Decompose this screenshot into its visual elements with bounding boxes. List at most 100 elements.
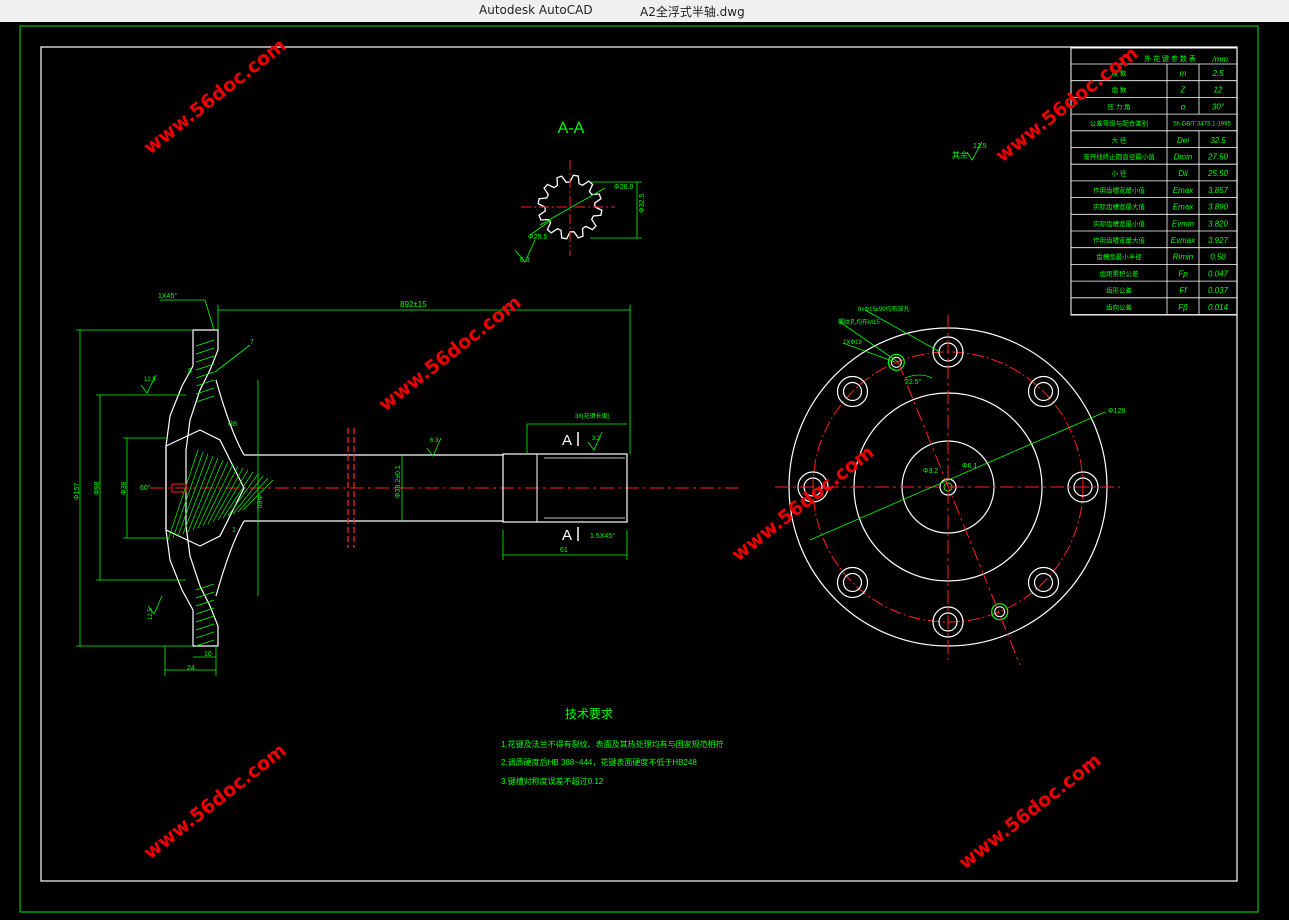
watermark-6: www.56doc.com — [955, 749, 1106, 874]
section-title: A-A — [558, 120, 585, 137]
bolt-hole-outer — [836, 375, 869, 408]
table-cell-symbol: 5h GB/T 3478.1-1995 — [1173, 122, 1231, 128]
table-cell-value: 27.50 — [1207, 153, 1229, 162]
table-cell-name: 齿 数 — [1112, 85, 1127, 94]
dim-5: 5 — [188, 368, 192, 375]
table-cell-value: 3.820 — [1208, 219, 1229, 228]
hatch-line — [227, 473, 259, 517]
threaded-hole-inner — [994, 606, 1006, 618]
table-cell-symbol: Ff — [1179, 286, 1187, 295]
section-marker-top: A — [562, 432, 572, 449]
table-cell-value: 0.014 — [1208, 303, 1229, 312]
bolt-hole-outer — [1027, 566, 1060, 599]
hatch-line — [197, 461, 229, 529]
threaded-hole — [887, 353, 905, 371]
table-cell-symbol: Dmin — [1174, 153, 1193, 162]
table-cell-name: 齿距累积公差 — [1100, 269, 1140, 278]
table-cell-symbol: Z — [1180, 86, 1187, 95]
flange-end-view: Φ129 8xΦ15x90均布深孔 螺纹孔均布M15 2XΦ19 22.5° Φ… — [775, 305, 1125, 666]
table-cell-symbol: Fβ — [1178, 303, 1188, 312]
dim-hub-dia: Φ36 — [121, 482, 128, 495]
hatch-line — [195, 583, 215, 591]
watermark-5: www.56doc.com — [140, 739, 291, 864]
inner-frame — [40, 46, 1238, 882]
bolt-hole-inner — [938, 612, 958, 632]
hatch-line — [195, 615, 215, 623]
table-cell-value: 0.037 — [1208, 286, 1229, 295]
dim-center-1: Φ3.2 — [923, 468, 938, 475]
table-unit: /mm — [1211, 55, 1228, 64]
bolt-hole-outer — [1027, 375, 1060, 408]
table-cell-symbol: Fp — [1178, 269, 1188, 278]
table-cell-symbol: Emax — [1173, 203, 1194, 212]
dim-angle: 60° — [140, 484, 151, 492]
bolt-hole-outer — [932, 606, 964, 638]
table-cell-value: 2.5 — [1211, 69, 1224, 78]
hatch-line — [195, 339, 215, 347]
table-cell-name: 齿向公差 — [1106, 302, 1133, 311]
threaded-hole-inner — [890, 356, 902, 368]
table-cell-value: 12 — [1214, 86, 1223, 95]
bolt-holes — [797, 336, 1099, 638]
bolt-hole-inner — [1033, 572, 1054, 593]
dim-chamfer-end: 1.5X45° — [590, 532, 615, 540]
bolt-hole-inner — [842, 381, 863, 402]
table-cell-name: 压 力 角 — [1107, 102, 1130, 111]
hub-outline — [165, 429, 245, 547]
hatch-line — [207, 465, 239, 525]
hatch-line — [167, 449, 199, 541]
dim-shaft-dia: Φ38.2±0.1 — [395, 465, 402, 498]
rest-rough-value: 12.5 — [973, 143, 987, 150]
table-cell-symbol: α — [1181, 102, 1186, 111]
table-cell-symbol: Rimin — [1173, 253, 1194, 262]
hatch-line — [195, 355, 215, 363]
hatch-line — [195, 639, 215, 647]
table-cell-symbol: Emax — [1173, 186, 1194, 195]
tech-req-title: 技术要求 — [565, 707, 613, 721]
hatch-line — [195, 363, 215, 371]
dim-center-2: Φ6.1 — [962, 463, 977, 470]
tech-req-2: 2.调质硬度后HB 388~444，花键表面硬度不低于HB248 — [501, 757, 697, 767]
dim-neck-dia: Φ60 — [255, 495, 262, 508]
table-cell-value: 0.50 — [1210, 253, 1226, 262]
bolt-hole-inner — [1033, 381, 1054, 402]
table-cell-name: 齿形公差 — [1106, 286, 1133, 295]
watermark-1: www.56doc.com — [140, 34, 291, 159]
dim-spline-label: 38(花键长度) — [575, 412, 610, 420]
bolt-hole-outer — [836, 566, 869, 599]
rough-mark-1: 12.5 — [144, 377, 156, 383]
spline-end — [502, 453, 628, 523]
table-cell-value: 25.50 — [1207, 169, 1229, 178]
hatch-line — [195, 599, 215, 607]
dim-10: 10 — [204, 651, 212, 658]
table-header: 外 花 键 参 数 表 — [1144, 54, 1196, 63]
hole-dim: 2XΦ19 — [843, 340, 862, 346]
dim-flange-dia2: Φ98 — [94, 482, 101, 495]
window-titlebar: Autodesk AutoCAD A2全浮式半轴.dwg — [0, 0, 1289, 23]
table-cell-name: 公差等级与配合类别 — [1090, 119, 1149, 128]
hatch-line — [195, 631, 215, 639]
table-cell-value: 32.5 — [1210, 136, 1226, 145]
hatch-line — [195, 347, 215, 355]
table-cell-symbol: Dii — [1178, 169, 1188, 178]
rough-mark-4: 12.5 — [148, 608, 154, 620]
table-cell-name: 大 径 — [1112, 135, 1127, 144]
section-hatch — [167, 339, 274, 647]
hatch-line — [195, 623, 215, 631]
dim-7: 7 — [250, 339, 254, 346]
table-cell-name: 渐开线终止圆直径最小值 — [1083, 152, 1155, 161]
dim-spline-length: 61 — [560, 547, 568, 554]
dim-chamfer-top: 1X45° — [158, 292, 177, 300]
table-cell-value: 3.927 — [1208, 236, 1229, 245]
hatch-line — [195, 379, 215, 387]
table-cell-name: 实际齿槽宽最小值 — [1093, 219, 1146, 228]
section-dim-2: Φ25.5 — [528, 234, 547, 241]
table-cell-value: 3.890 — [1208, 203, 1229, 212]
section-a-a: A-A Φ28.0 Φ32.5 Φ25.5 6.3 — [514, 120, 646, 264]
hatch-line — [195, 591, 215, 599]
hatch-line — [202, 463, 234, 527]
threaded-hole — [991, 603, 1009, 621]
